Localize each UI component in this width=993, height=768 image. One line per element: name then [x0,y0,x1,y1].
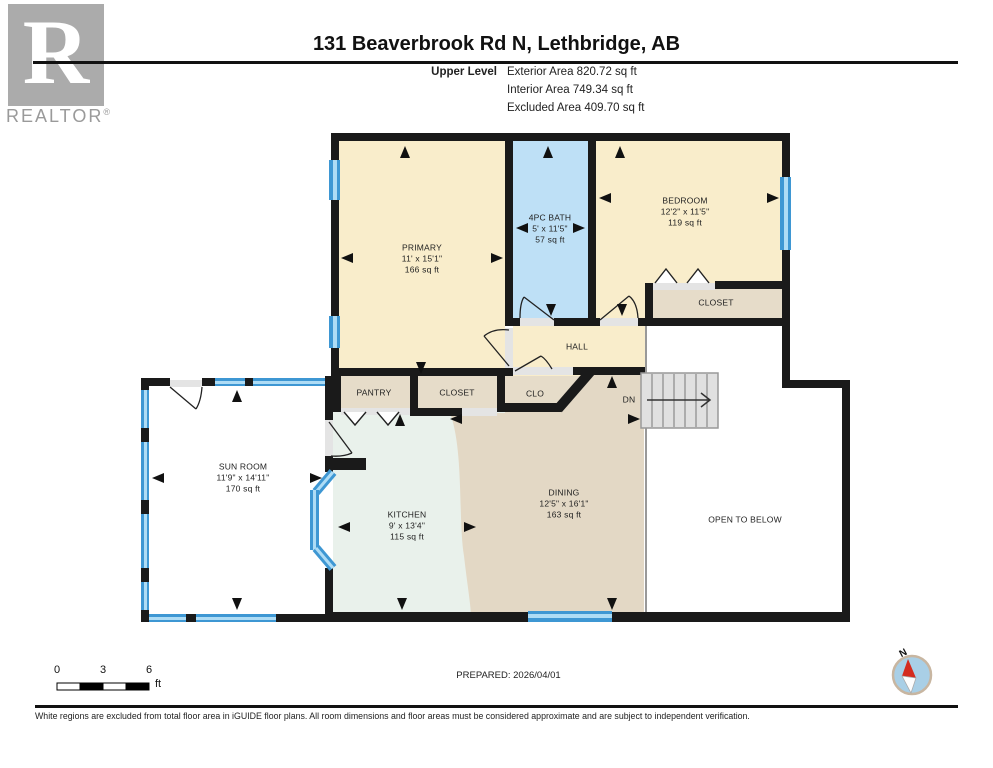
scale-unit-label: ft [155,678,162,690]
room-label-bedroom: BEDROOM 12'2" x 11'5" 119 sq ft [660,195,710,228]
stairs-dn-label: DN [622,394,636,405]
room-label-hall: HALL [565,341,589,352]
room-label-dining: DINING 12'5" x 16'1" 163 sq ft [539,487,589,520]
prepared-date: PREPARED: 2026/04/01 [456,670,561,681]
disclaimer-text: White regions are excluded from total fl… [35,711,750,721]
bifold-doors [343,267,710,427]
room-label-bath: 4PC BATH 5' x 11'5" 57 sq ft [528,212,572,245]
page-title: 131 Beaverbrook Rd N, Lethbridge, AB [312,33,681,55]
room-label-kitchen: KITCHEN 9' x 13'4" 115 sq ft [387,509,427,542]
realtor-wordmark: REALTOR® [6,106,112,126]
realtor-logo-letter: R [22,1,90,103]
excluded-area: Excluded Area 409.70 sq ft [507,102,645,114]
compass-north-label: N [898,647,910,660]
open-to-below-label: OPEN TO BELOW [708,514,782,525]
room-label-kitchen-closet: CLOSET [439,387,475,398]
windows [141,160,791,622]
room-label-pantry: PANTRY [356,387,392,398]
level-label: Upper Level [431,66,497,78]
exterior-area: Exterior Area 820.72 sq ft [507,66,637,78]
realtor-logo: R [8,4,104,106]
dimension-arrows [152,146,779,610]
interior-area: Interior Area 749.34 sq ft [507,84,633,96]
stairs-down [640,372,719,429]
footer-divider [35,705,958,708]
scale-tick-6: 6 [145,664,153,676]
room-label-primary: PRIMARY 11' x 15'1" 166 sq ft [401,242,443,275]
scale-tick-labels: 0 3 6 [0,664,200,678]
compass: N [891,647,933,696]
compass-needle-south [901,675,917,695]
title-divider [33,61,958,64]
scale-bar [56,682,150,691]
room-label-bedroom-closet: CLOSET [698,297,734,308]
room-label-sunroom: SUN ROOM 11'9" x 14'11" 170 sq ft [216,461,270,494]
scale-tick-0: 0 [53,664,61,676]
room-label-clo: CLO [525,388,545,399]
swing-doors [169,295,639,457]
door-thresholds [170,283,715,456]
compass-needle-north [902,659,916,678]
scale-tick-3: 3 [99,664,107,676]
registered-mark: ® [103,107,112,117]
